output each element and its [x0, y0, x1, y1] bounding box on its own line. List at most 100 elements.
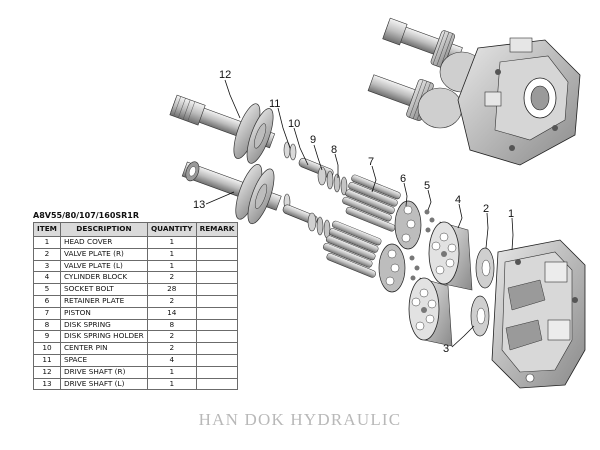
cylinder-block-illustration	[408, 221, 473, 347]
row-description: PISTON	[59, 306, 148, 320]
row-description: RETAINER PLATE	[59, 294, 148, 308]
row-description: VALVE PLATE (R)	[59, 247, 148, 261]
table-row: 2 VALVE PLATE (R) 1	[33, 247, 239, 261]
row-remark	[195, 283, 239, 296]
retainer-plate-illustration	[378, 200, 422, 293]
table-row: 8 DISK SPRING 8	[33, 318, 239, 332]
row-item: 2	[33, 247, 61, 261]
row-description: SOCKET BOLT	[59, 283, 148, 296]
table-row: 6 RETAINER PLATE 2	[33, 294, 239, 308]
callout-label: 9	[310, 134, 316, 146]
callout-label: 11	[269, 98, 280, 110]
parts-table-header-row: ITEM DESCRIPTION QUANTITY REMARK	[33, 222, 239, 237]
row-remark	[195, 306, 239, 320]
header-quantity: QUANTITY	[146, 222, 197, 237]
row-remark	[195, 318, 239, 332]
row-remark	[195, 377, 239, 391]
row-description: HEAD COVER	[59, 236, 148, 249]
row-quantity: 2	[146, 342, 197, 355]
table-row: 5 SOCKET BOLT 28	[33, 283, 239, 296]
head-cover-illustration	[491, 239, 586, 389]
table-row: 9 DISK SPRING HOLDER 2	[33, 330, 239, 344]
row-quantity: 1	[146, 259, 197, 273]
row-remark	[195, 236, 239, 249]
row-quantity: 28	[146, 283, 197, 296]
table-row: 1 HEAD COVER 1	[33, 236, 239, 249]
table-row: 7 PISTON 14	[33, 306, 239, 320]
header-description: DESCRIPTION	[59, 222, 148, 237]
row-item: 9	[33, 330, 61, 344]
callout-label: 7	[368, 156, 374, 168]
table-row: 4 CYLINDER BLOCK 2	[33, 271, 239, 285]
row-item: 6	[33, 294, 61, 308]
table-row: 13 DRIVE SHAFT (L) 1	[33, 377, 239, 391]
table-row: 3 VALVE PLATE (L) 1	[33, 259, 239, 273]
piston-illustration	[322, 174, 401, 278]
callout-label: 2	[483, 203, 489, 215]
row-remark	[195, 247, 239, 261]
row-item: 4	[33, 271, 61, 285]
drive-shaft-r-illustration	[169, 94, 276, 164]
row-item: 1	[33, 236, 61, 249]
row-description: DRIVE SHAFT (L)	[59, 377, 148, 391]
row-remark	[195, 259, 239, 273]
parts-table-title: A8V55/80/107/160SR1R	[33, 211, 140, 220]
row-remark	[195, 330, 239, 344]
callout-label: 4	[455, 194, 461, 206]
row-description: CENTER PIN	[59, 342, 148, 355]
row-item: 12	[33, 365, 61, 379]
row-description: VALVE PLATE (L)	[59, 259, 148, 273]
row-remark	[195, 365, 239, 379]
header-remark: REMARK	[195, 222, 239, 237]
callout-label: 5	[424, 180, 430, 192]
row-quantity: 1	[146, 377, 197, 391]
center-pin-illustration	[282, 157, 334, 225]
row-quantity: 14	[146, 306, 197, 320]
row-item: 11	[33, 353, 61, 367]
row-item: 3	[33, 259, 61, 273]
row-quantity: 2	[146, 271, 197, 285]
row-description: SPACE	[59, 353, 148, 367]
callout-label: 1	[508, 208, 514, 220]
header-item: ITEM	[33, 222, 61, 237]
row-description: CYLINDER BLOCK	[59, 271, 148, 285]
row-remark	[195, 353, 239, 367]
callout-label: 8	[331, 144, 337, 156]
table-row: 12 DRIVE SHAFT (R) 1	[33, 365, 239, 379]
callout-label: 12	[219, 69, 231, 81]
row-item: 8	[33, 318, 61, 332]
table-row: 10 CENTER PIN 2	[33, 342, 239, 355]
row-quantity: 4	[146, 353, 197, 367]
drive-shaft-l-illustration	[181, 161, 282, 225]
row-item: 7	[33, 306, 61, 320]
row-quantity: 1	[146, 247, 197, 261]
callout-label: 3	[443, 343, 449, 355]
row-quantity: 2	[146, 294, 197, 308]
row-item: 10	[33, 342, 61, 355]
row-item: 13	[33, 377, 61, 391]
callout-leaders	[205, 79, 514, 348]
callout-label: 13	[193, 199, 205, 211]
row-quantity: 1	[146, 365, 197, 379]
callout-label: 10	[288, 118, 300, 130]
row-remark	[195, 294, 239, 308]
row-description: DISK SPRING HOLDER	[59, 330, 148, 344]
spacer-illustration	[283, 141, 297, 211]
watermark: HAN DOK HYDRAULIC	[198, 410, 402, 429]
row-quantity: 1	[146, 236, 197, 249]
row-remark	[195, 342, 239, 355]
callout-labels: 1 2 3 4 5 6 7 8 9 10 11 12 13	[193, 69, 514, 355]
row-item: 5	[33, 283, 61, 296]
disk-spring-illustration	[307, 166, 348, 239]
table-row: 11 SPACE 4	[33, 353, 239, 367]
row-quantity: 8	[146, 318, 197, 332]
row-remark	[195, 271, 239, 285]
callout-label: 6	[400, 173, 406, 185]
valve-plate-illustration	[470, 247, 495, 337]
row-description: DRIVE SHAFT (R)	[59, 365, 148, 379]
row-description: DISK SPRING	[59, 318, 148, 332]
row-quantity: 2	[146, 330, 197, 344]
assembled-pump-illustration	[367, 17, 581, 166]
parts-table: ITEM DESCRIPTION QUANTITY REMARK 1 HEAD …	[33, 222, 239, 391]
